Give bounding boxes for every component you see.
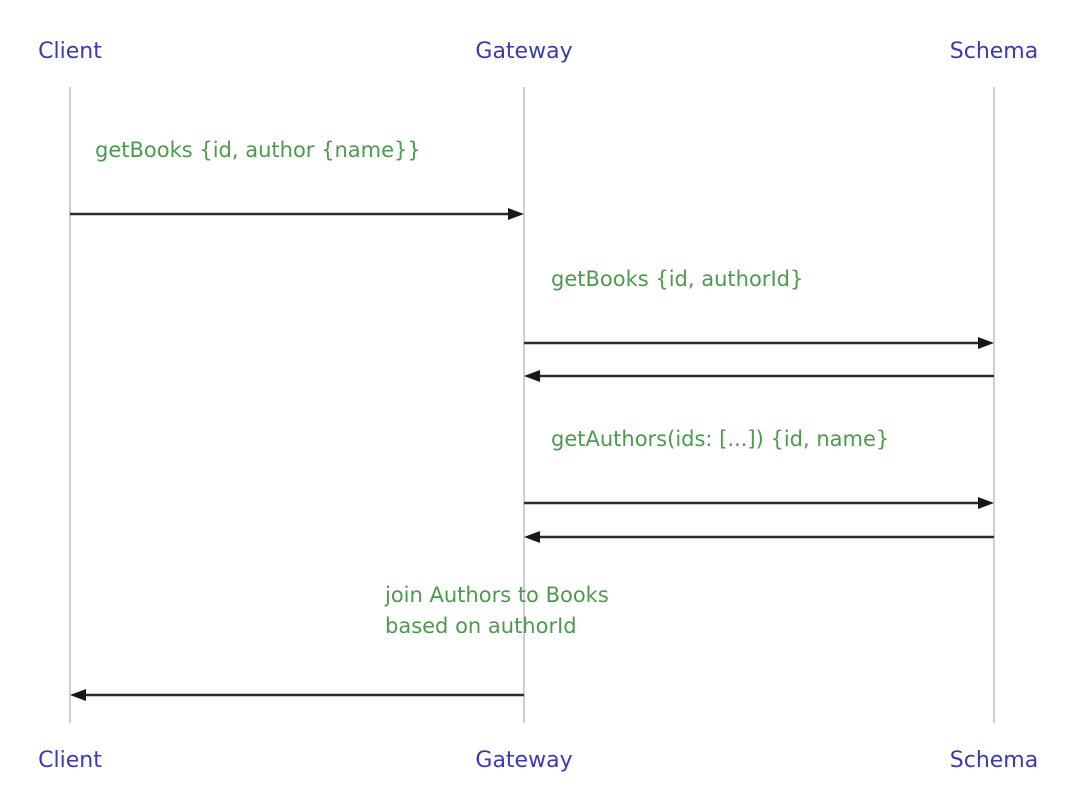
participant-labels-top: Client Gateway Schema [38, 39, 1038, 64]
message-4-group: getAuthors(ids: [...]) {id, name} [524, 427, 994, 509]
message-2-group: getBooks {id, authorId} [524, 267, 994, 349]
participant-label-schema-top[interactable]: Schema [950, 39, 1038, 64]
arrow-head-left-6 [70, 689, 86, 701]
message-5-group [524, 531, 994, 543]
participant-label-schema-bottom[interactable]: Schema [950, 748, 1038, 773]
arrow-head-left-5 [524, 531, 540, 543]
message-3-group [524, 370, 994, 382]
note-join-authors: join Authors to Books based on authorId [384, 583, 609, 638]
message-label-getauthors: getAuthors(ids: [...]) {id, name} [551, 427, 889, 451]
message-1-group: getBooks {id, author {name}} [70, 138, 524, 220]
arrow-head-left-3 [524, 370, 540, 382]
message-6-group [70, 689, 524, 701]
participant-label-gateway-bottom[interactable]: Gateway [475, 748, 572, 773]
note-line-1: join Authors to Books [384, 583, 609, 607]
lifelines-group [69, 87, 995, 723]
arrow-head-right-1 [508, 208, 524, 220]
message-label-getbooks-full: getBooks {id, author {name}} [95, 138, 421, 162]
note-line-2: based on authorId [385, 614, 577, 638]
message-label-getbooks-authorid: getBooks {id, authorId} [551, 267, 803, 291]
participant-label-client-top[interactable]: Client [38, 39, 102, 64]
arrow-head-right-4 [978, 497, 994, 509]
participant-labels-bottom: Client Gateway Schema [38, 748, 1038, 773]
participant-label-client-bottom[interactable]: Client [38, 748, 102, 773]
arrow-head-right-2 [978, 337, 994, 349]
participant-label-gateway-top[interactable]: Gateway [475, 39, 572, 64]
